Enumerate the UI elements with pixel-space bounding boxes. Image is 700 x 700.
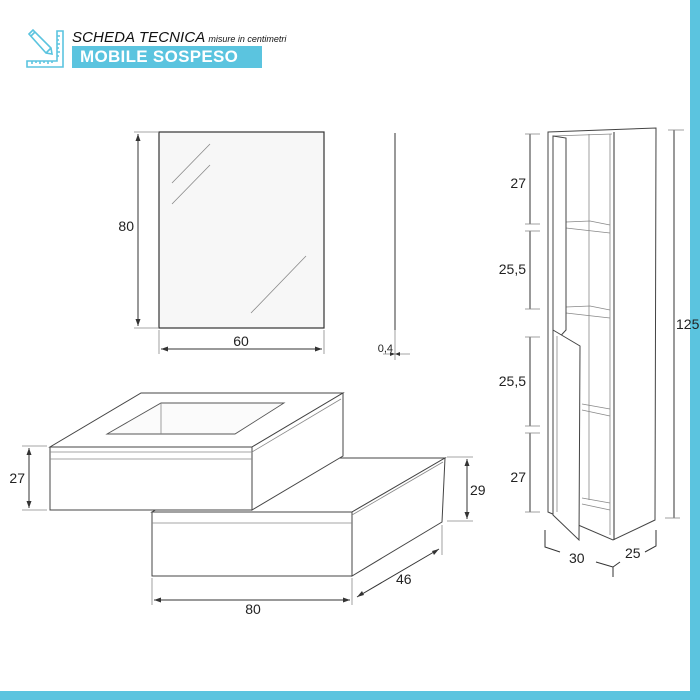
column-section-1-label: 27 (510, 175, 526, 191)
column-cabinet: 27 25,5 25,5 27 125 30 25 (499, 127, 700, 577)
frame-border-bottom (0, 691, 700, 700)
column-section-4-label: 27 (510, 469, 526, 485)
frame-border-right (690, 0, 700, 700)
ruler-pencil-icon (26, 28, 64, 68)
product-badge: MOBILE SOSPESO (72, 46, 262, 68)
mirror-front-view: 80 60 (118, 131, 325, 354)
units-note: misure in centimetri (208, 34, 287, 44)
mirror-width-label: 60 (233, 333, 249, 349)
column-section-3-label: 25,5 (499, 373, 526, 389)
column-width-label: 30 (569, 550, 585, 566)
mirror-height-label: 80 (118, 218, 134, 234)
vanity-top-height-label: 27 (9, 470, 25, 486)
vanity-depth-label: 46 (396, 571, 412, 587)
vanity-base-height-label: 29 (470, 482, 486, 498)
sheet-title: SCHEDA TECNICA (72, 29, 206, 46)
column-depth-label: 25 (625, 545, 641, 561)
vanity-width-label: 80 (245, 601, 261, 617)
mirror-thickness-label: 0,4 (378, 343, 393, 355)
vanity-unit: 27 29 80 46 (9, 392, 486, 617)
mirror-side-view: 0,4 (378, 133, 410, 360)
column-total-height-label: 125 (676, 316, 700, 332)
column-section-2-label: 25,5 (499, 261, 526, 277)
